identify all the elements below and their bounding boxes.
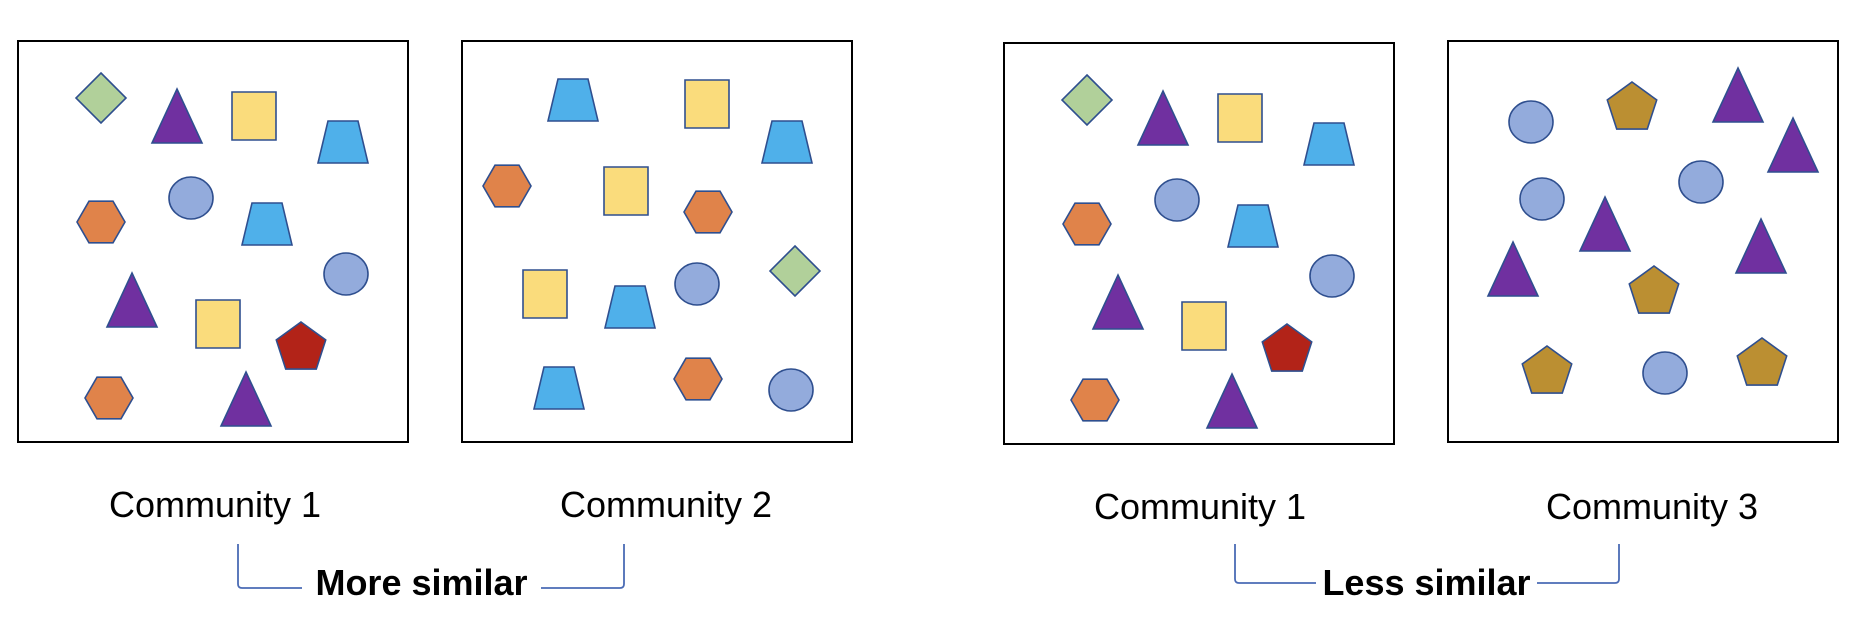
square-shape (684, 79, 730, 129)
circle-shape (1642, 351, 1688, 395)
community-label-1: Community 1 (108, 484, 322, 525)
verdict-less-similar: Less similar (1322, 562, 1531, 603)
triangle-shape (219, 370, 273, 427)
community-label-2: Community 2 (559, 484, 773, 525)
triangle-shape (1205, 372, 1259, 429)
trapezoid-shape (1302, 122, 1356, 166)
pentagon-shape (1606, 81, 1658, 130)
trapezoid-shape (1226, 204, 1280, 248)
verdict-more-similar: More similar (315, 562, 528, 603)
diamond-shape (74, 71, 128, 125)
square-shape (522, 269, 568, 319)
square-shape (1217, 93, 1263, 143)
pentagon-shape (1521, 345, 1573, 394)
hexagon-shape (673, 357, 723, 401)
triangle-shape (1734, 217, 1788, 274)
community-label-4: Community 3 (1545, 486, 1759, 527)
trapezoid-shape (546, 78, 600, 122)
bracket-less-similar-left (1234, 544, 1316, 584)
square-shape (231, 91, 277, 141)
trapezoid-shape (760, 120, 814, 164)
trapezoid-shape (240, 202, 294, 246)
hexagon-shape (683, 190, 733, 234)
hexagon-shape (482, 164, 532, 208)
circle-shape (1519, 177, 1565, 221)
pentagon-shape (1736, 337, 1788, 386)
pentagon-shape (275, 321, 327, 370)
triangle-shape (1711, 66, 1765, 123)
square-shape (603, 166, 649, 216)
hexagon-shape (76, 200, 126, 244)
circle-shape (168, 176, 214, 220)
pentagon-shape (1628, 265, 1680, 314)
triangle-shape (150, 87, 204, 144)
circle-shape (1508, 100, 1554, 144)
triangle-shape (105, 271, 159, 328)
circle-shape (1154, 178, 1200, 222)
community-panel-1 (17, 40, 409, 443)
circle-shape (1309, 254, 1355, 298)
hexagon-shape (1062, 202, 1112, 246)
shapes-canvas-3 (1060, 73, 1356, 429)
square-shape (1181, 301, 1227, 351)
trapezoid-shape (316, 120, 370, 164)
triangle-shape (1136, 89, 1190, 146)
trapezoid-shape (603, 285, 657, 329)
bracket-less-similar-right (1537, 544, 1620, 584)
community-panel-3 (1003, 42, 1395, 445)
shapes-canvas-2 (482, 78, 822, 412)
diamond-shape (1060, 73, 1114, 127)
hexagon-shape (1070, 378, 1120, 422)
triangle-shape (1578, 195, 1632, 252)
triangle-shape (1091, 273, 1145, 330)
diamond-shape (768, 244, 822, 298)
shapes-canvas-4 (1486, 66, 1820, 395)
hexagon-shape (84, 376, 134, 420)
pentagon-shape (1261, 323, 1313, 372)
shapes-canvas-1 (74, 71, 370, 427)
triangle-shape (1766, 116, 1820, 173)
square-shape (195, 299, 241, 349)
circle-shape (1678, 160, 1724, 204)
triangle-shape (1486, 240, 1540, 297)
community-panel-2 (461, 40, 853, 443)
trapezoid-shape (532, 366, 586, 410)
community-panel-4 (1447, 40, 1839, 443)
circle-shape (768, 368, 814, 412)
community-label-3: Community 1 (1093, 486, 1307, 527)
bracket-more-similar-left (237, 544, 302, 589)
circle-shape (323, 252, 369, 296)
circle-shape (674, 262, 720, 306)
bracket-more-similar-right (541, 544, 625, 589)
